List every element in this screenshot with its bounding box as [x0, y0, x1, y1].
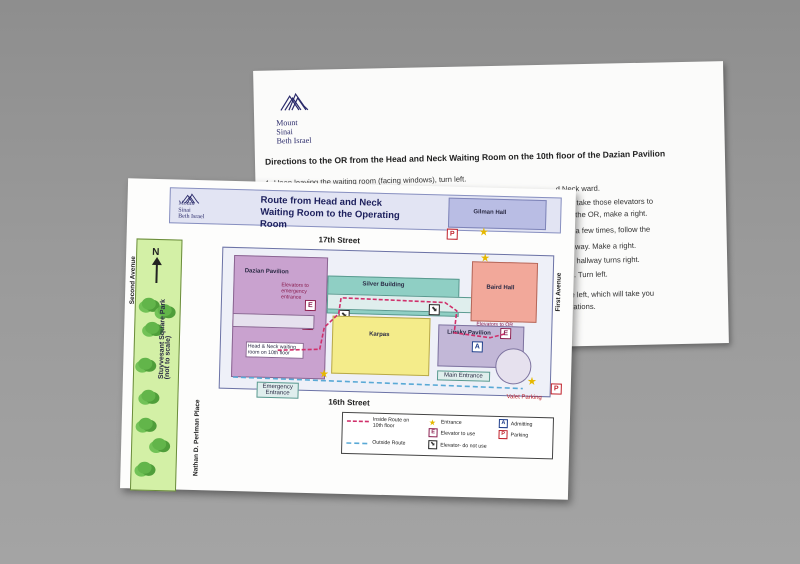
legend-elevator-use: Elevator to use [440, 430, 476, 438]
parking-marker: P [550, 383, 562, 395]
entrance-star-icon: ★ [526, 375, 537, 388]
north-arrow-icon: N [147, 245, 166, 290]
mount-sinai-logo-icon [279, 88, 310, 118]
legend-elevator-no-icon: ⬊ [428, 440, 438, 450]
logo-line-3: Beth Israel [276, 135, 312, 146]
emergency-entrance-label: Emergency Entrance [256, 381, 299, 399]
legend-admitting-marker: A [498, 418, 508, 429]
inside-route-path [277, 296, 505, 351]
inside-route-swatch [346, 420, 371, 423]
mount-sinai-logo-icon [180, 191, 200, 210]
legend-entrance: Entrance [440, 419, 462, 427]
title-banner: Mount Sinai Beth Israel Route from Head … [168, 187, 562, 234]
route-paths [232, 296, 523, 390]
valet-parking-label: Valet Parking [506, 394, 542, 402]
street-label-16th: 16th Street [328, 397, 370, 408]
outside-route-swatch [346, 442, 371, 445]
directions-card: Mount Sinai Beth Israel Directions to th… [253, 61, 729, 353]
legend-parking-marker: P [498, 429, 508, 440]
map-legend: Inside Route on 10th floor Outside Route… [340, 411, 555, 460]
main-entrance-label: Main Entrance [436, 370, 490, 382]
entrance-star-icon: ★ [318, 368, 330, 381]
legend-entrance-star-icon: ★ [428, 418, 437, 428]
legend-outside-route: Outside Route [372, 439, 406, 447]
route-map-card: Mount Sinai Beth Israel Route from Head … [120, 178, 576, 500]
logo-text: Mount Sinai Beth Israel [276, 118, 312, 146]
legend-parking: Parking [510, 432, 529, 439]
legend-elevator-marker: E [428, 428, 438, 438]
compass-letter: N [152, 247, 160, 258]
legend-admitting: Admitting [510, 421, 533, 428]
directions-heading: Directions to the OR from the Head and N… [264, 148, 666, 167]
legend-inside-route: Inside Route on 10th floor [372, 416, 410, 430]
legend-elevator-no: Elevator- do not use [440, 442, 487, 450]
outside-route-path [232, 376, 523, 390]
